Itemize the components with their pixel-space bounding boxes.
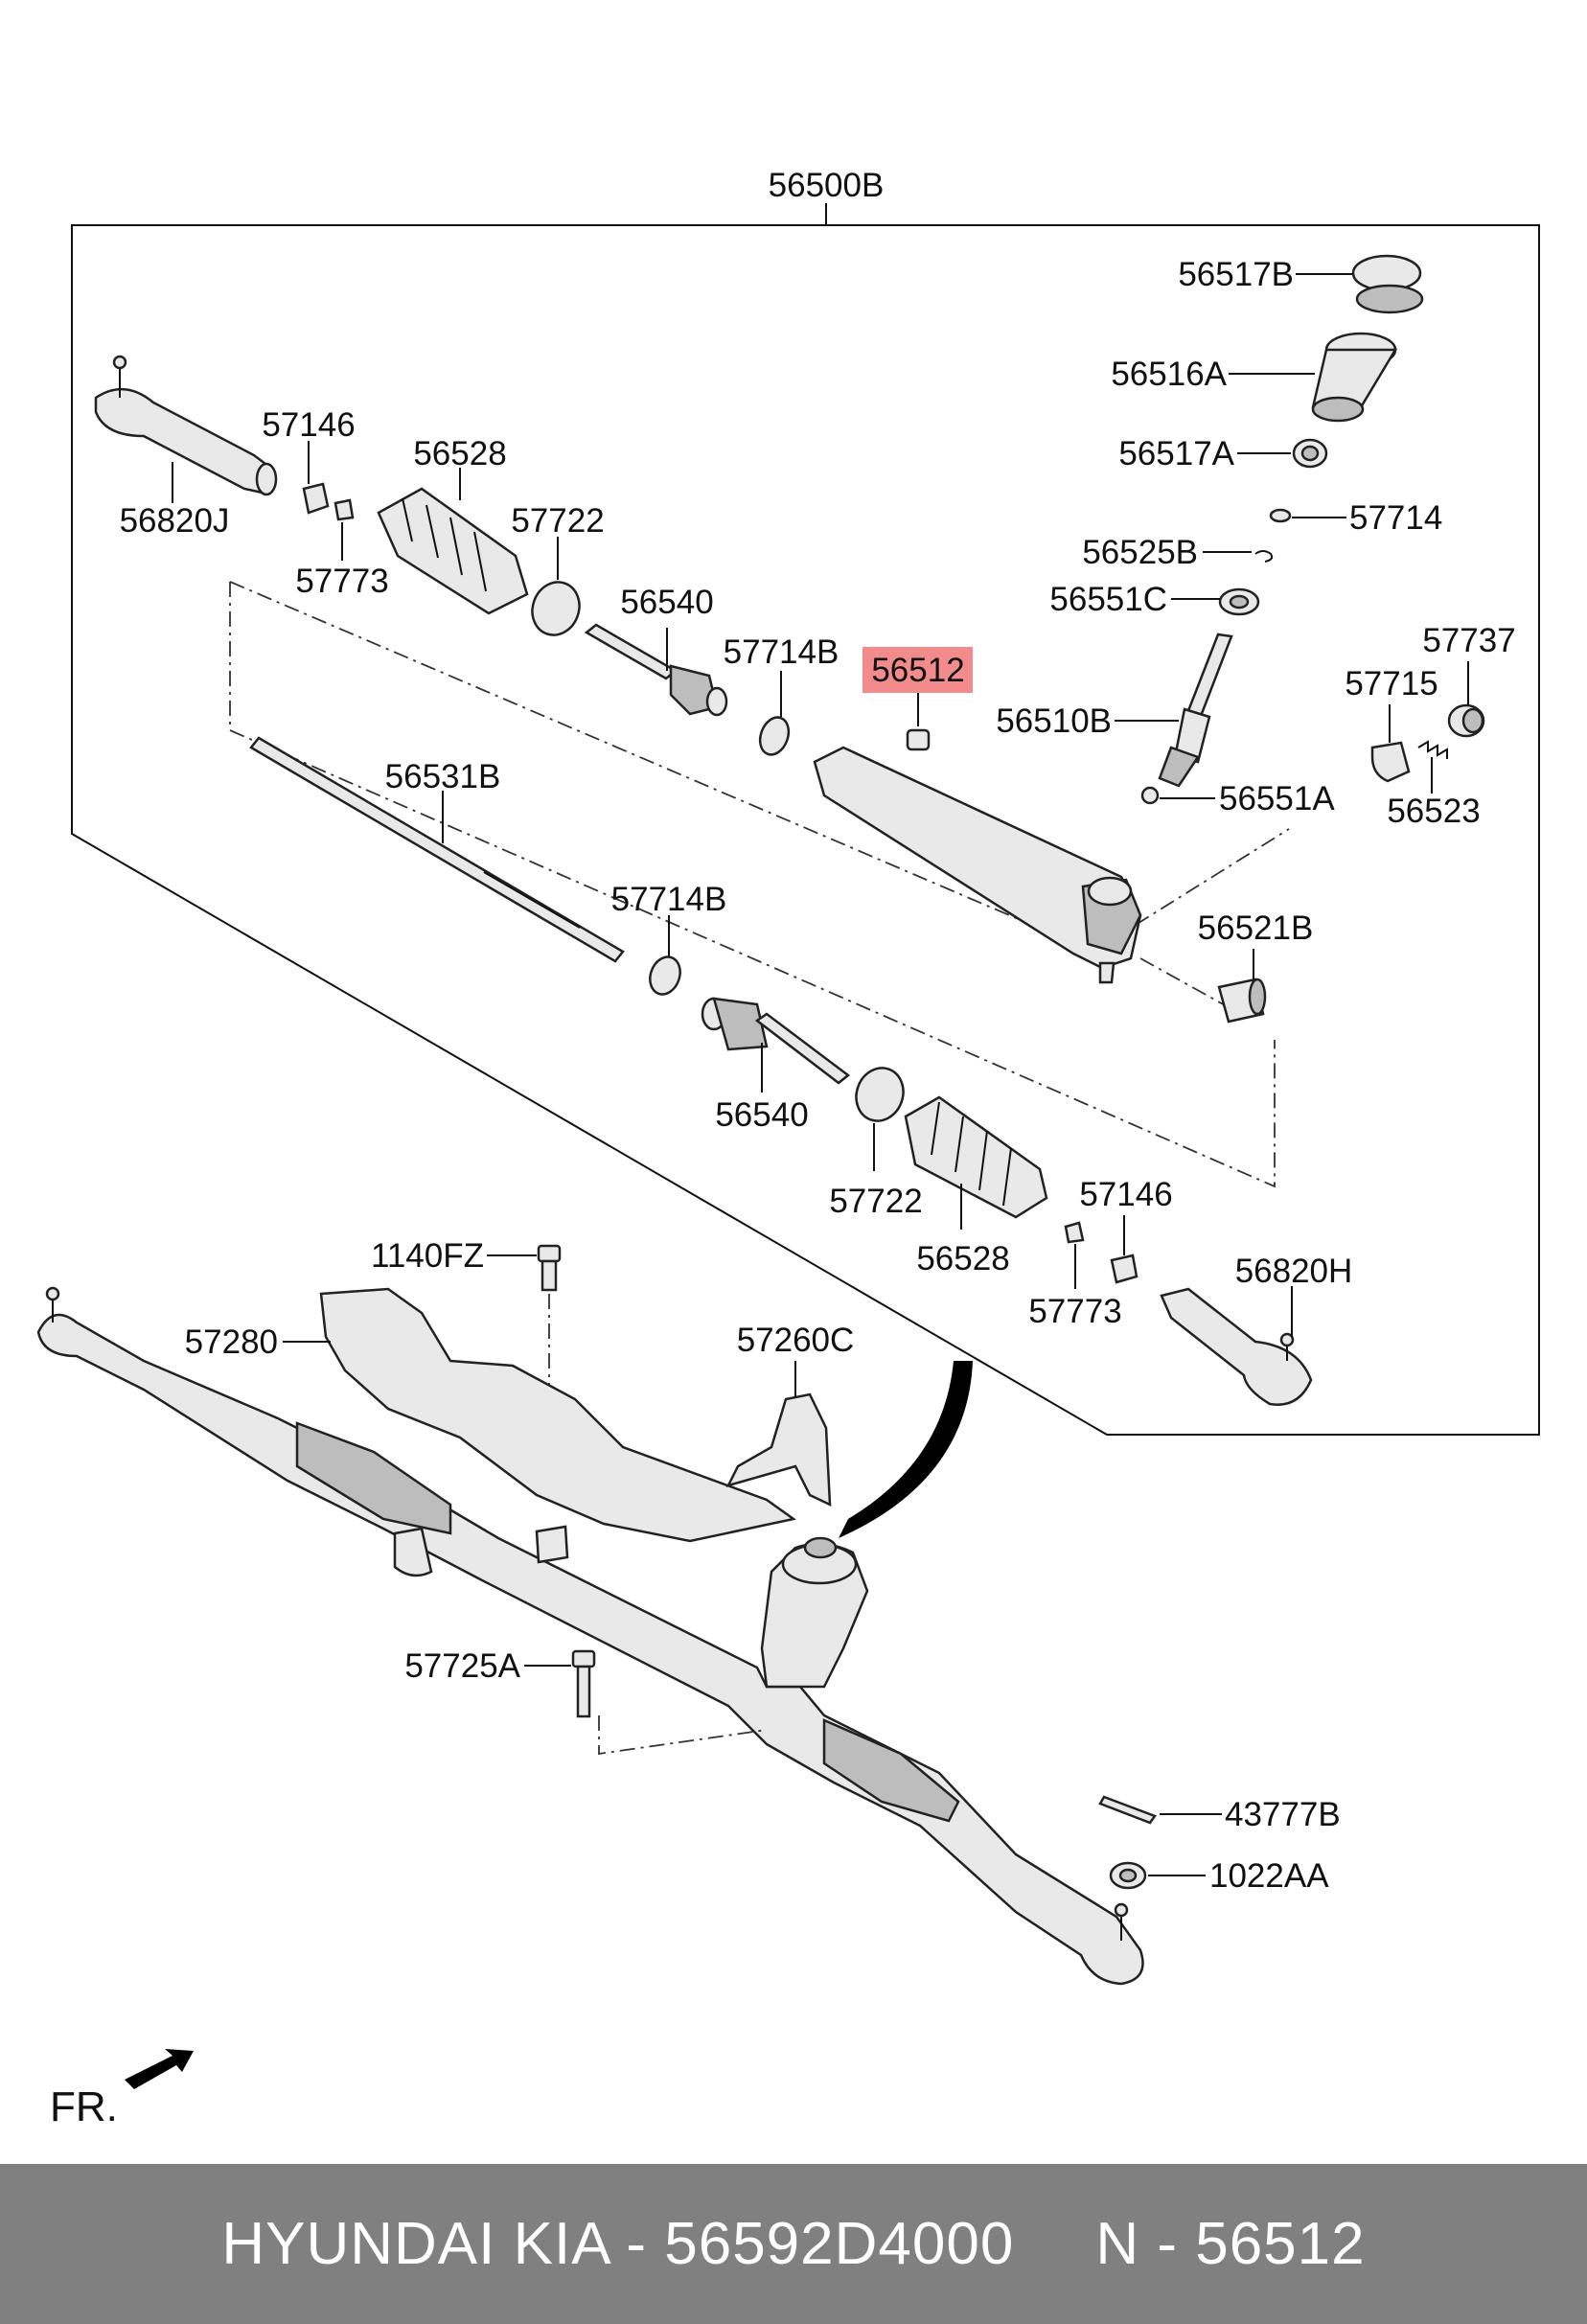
label-56512: 56512 bbox=[871, 652, 964, 689]
bearing-56551c bbox=[1218, 587, 1260, 616]
svg-text:57773: 57773 bbox=[295, 563, 388, 600]
svg-text:56528: 56528 bbox=[413, 435, 506, 472]
svg-text:57146: 57146 bbox=[1079, 1176, 1172, 1213]
svg-text:56510B: 56510B bbox=[996, 702, 1112, 740]
inner-rod-56540-upper bbox=[584, 623, 728, 717]
svg-text:57737: 57737 bbox=[1422, 622, 1515, 659]
svg-text:56531B: 56531B bbox=[385, 758, 501, 795]
inner-rod-56540-lower bbox=[701, 997, 851, 1085]
parts-diagram: 56500B 56517B 56516A 56517A 57714 56525B… bbox=[36, 167, 1540, 2130]
tie-rod-end-56820j bbox=[94, 355, 278, 496]
svg-text:57715: 57715 bbox=[1345, 665, 1438, 702]
assembly-label: 56500B bbox=[769, 167, 885, 204]
svg-text:56517B: 56517B bbox=[1178, 256, 1294, 293]
bolt-1140fz bbox=[537, 1244, 562, 1292]
svg-text:56540: 56540 bbox=[620, 584, 713, 621]
svg-text:56525B: 56525B bbox=[1082, 534, 1198, 571]
svg-text:56820H: 56820H bbox=[1235, 1253, 1353, 1290]
svg-text:57260C: 57260C bbox=[737, 1322, 855, 1359]
footer-bar: HYUNDAI KIA - 56592D4000 N - 56512 bbox=[0, 2164, 1587, 2324]
bushing-56516a bbox=[1311, 332, 1398, 423]
diagram-reference: N - 56512 bbox=[1095, 2211, 1366, 2277]
front-direction-label: FR. bbox=[50, 2083, 118, 2130]
svg-text:57773: 57773 bbox=[1028, 1293, 1121, 1330]
boot-56528-lower bbox=[904, 1095, 1048, 1219]
tie-rod-end-56820h bbox=[1160, 1287, 1313, 1406]
nut-1022aa bbox=[1109, 1861, 1147, 1890]
svg-text:57714: 57714 bbox=[1349, 499, 1442, 537]
seal-56517a bbox=[1292, 438, 1328, 469]
svg-text:57280: 57280 bbox=[185, 1323, 278, 1361]
svg-text:57722: 57722 bbox=[829, 1183, 922, 1220]
svg-text:56528: 56528 bbox=[916, 1240, 1009, 1277]
highlight-56512 bbox=[862, 647, 973, 693]
svg-text:1140FZ: 1140FZ bbox=[371, 1237, 484, 1275]
bracket-57260c bbox=[725, 1392, 832, 1507]
boot-56528-upper bbox=[377, 487, 529, 615]
svg-text:56523: 56523 bbox=[1387, 793, 1480, 830]
svg-text:56517A: 56517A bbox=[1118, 435, 1234, 472]
mount-insulator-56517b bbox=[1351, 254, 1424, 314]
rack-56531b bbox=[249, 736, 625, 963]
front-direction-arrow bbox=[125, 2049, 194, 2089]
svg-text:57714B: 57714B bbox=[611, 881, 727, 918]
pinion-56510b bbox=[1158, 633, 1233, 788]
svg-text:56551C: 56551C bbox=[1049, 581, 1167, 618]
svg-text:57714B: 57714B bbox=[724, 633, 840, 671]
rack-housing-upper bbox=[813, 746, 1142, 984]
bolt-57725a bbox=[571, 1649, 596, 1718]
cap-57737 bbox=[1447, 703, 1485, 738]
brand-part-number: HYUNDAI KIA - 56592D4000 bbox=[221, 2211, 1015, 2277]
svg-text:57722: 57722 bbox=[511, 502, 604, 540]
assembly-frame bbox=[71, 224, 1540, 1436]
heat-shield-57280 bbox=[319, 1287, 797, 1543]
steering-gear-assembly bbox=[36, 1286, 1144, 1986]
svg-text:57146: 57146 bbox=[262, 406, 355, 444]
svg-text:56820J: 56820J bbox=[120, 502, 230, 540]
svg-text:56540: 56540 bbox=[715, 1096, 808, 1134]
svg-text:56516A: 56516A bbox=[1111, 356, 1227, 393]
plug-56512 bbox=[906, 728, 931, 751]
bushing-56521b bbox=[1217, 978, 1267, 1024]
svg-text:1022AA: 1022AA bbox=[1209, 1857, 1329, 1895]
svg-text:57725A: 57725A bbox=[404, 1647, 520, 1685]
svg-text:56521B: 56521B bbox=[1198, 909, 1314, 947]
svg-text:56551A: 56551A bbox=[1219, 780, 1335, 817]
svg-text:43777B: 43777B bbox=[1225, 1796, 1341, 1833]
